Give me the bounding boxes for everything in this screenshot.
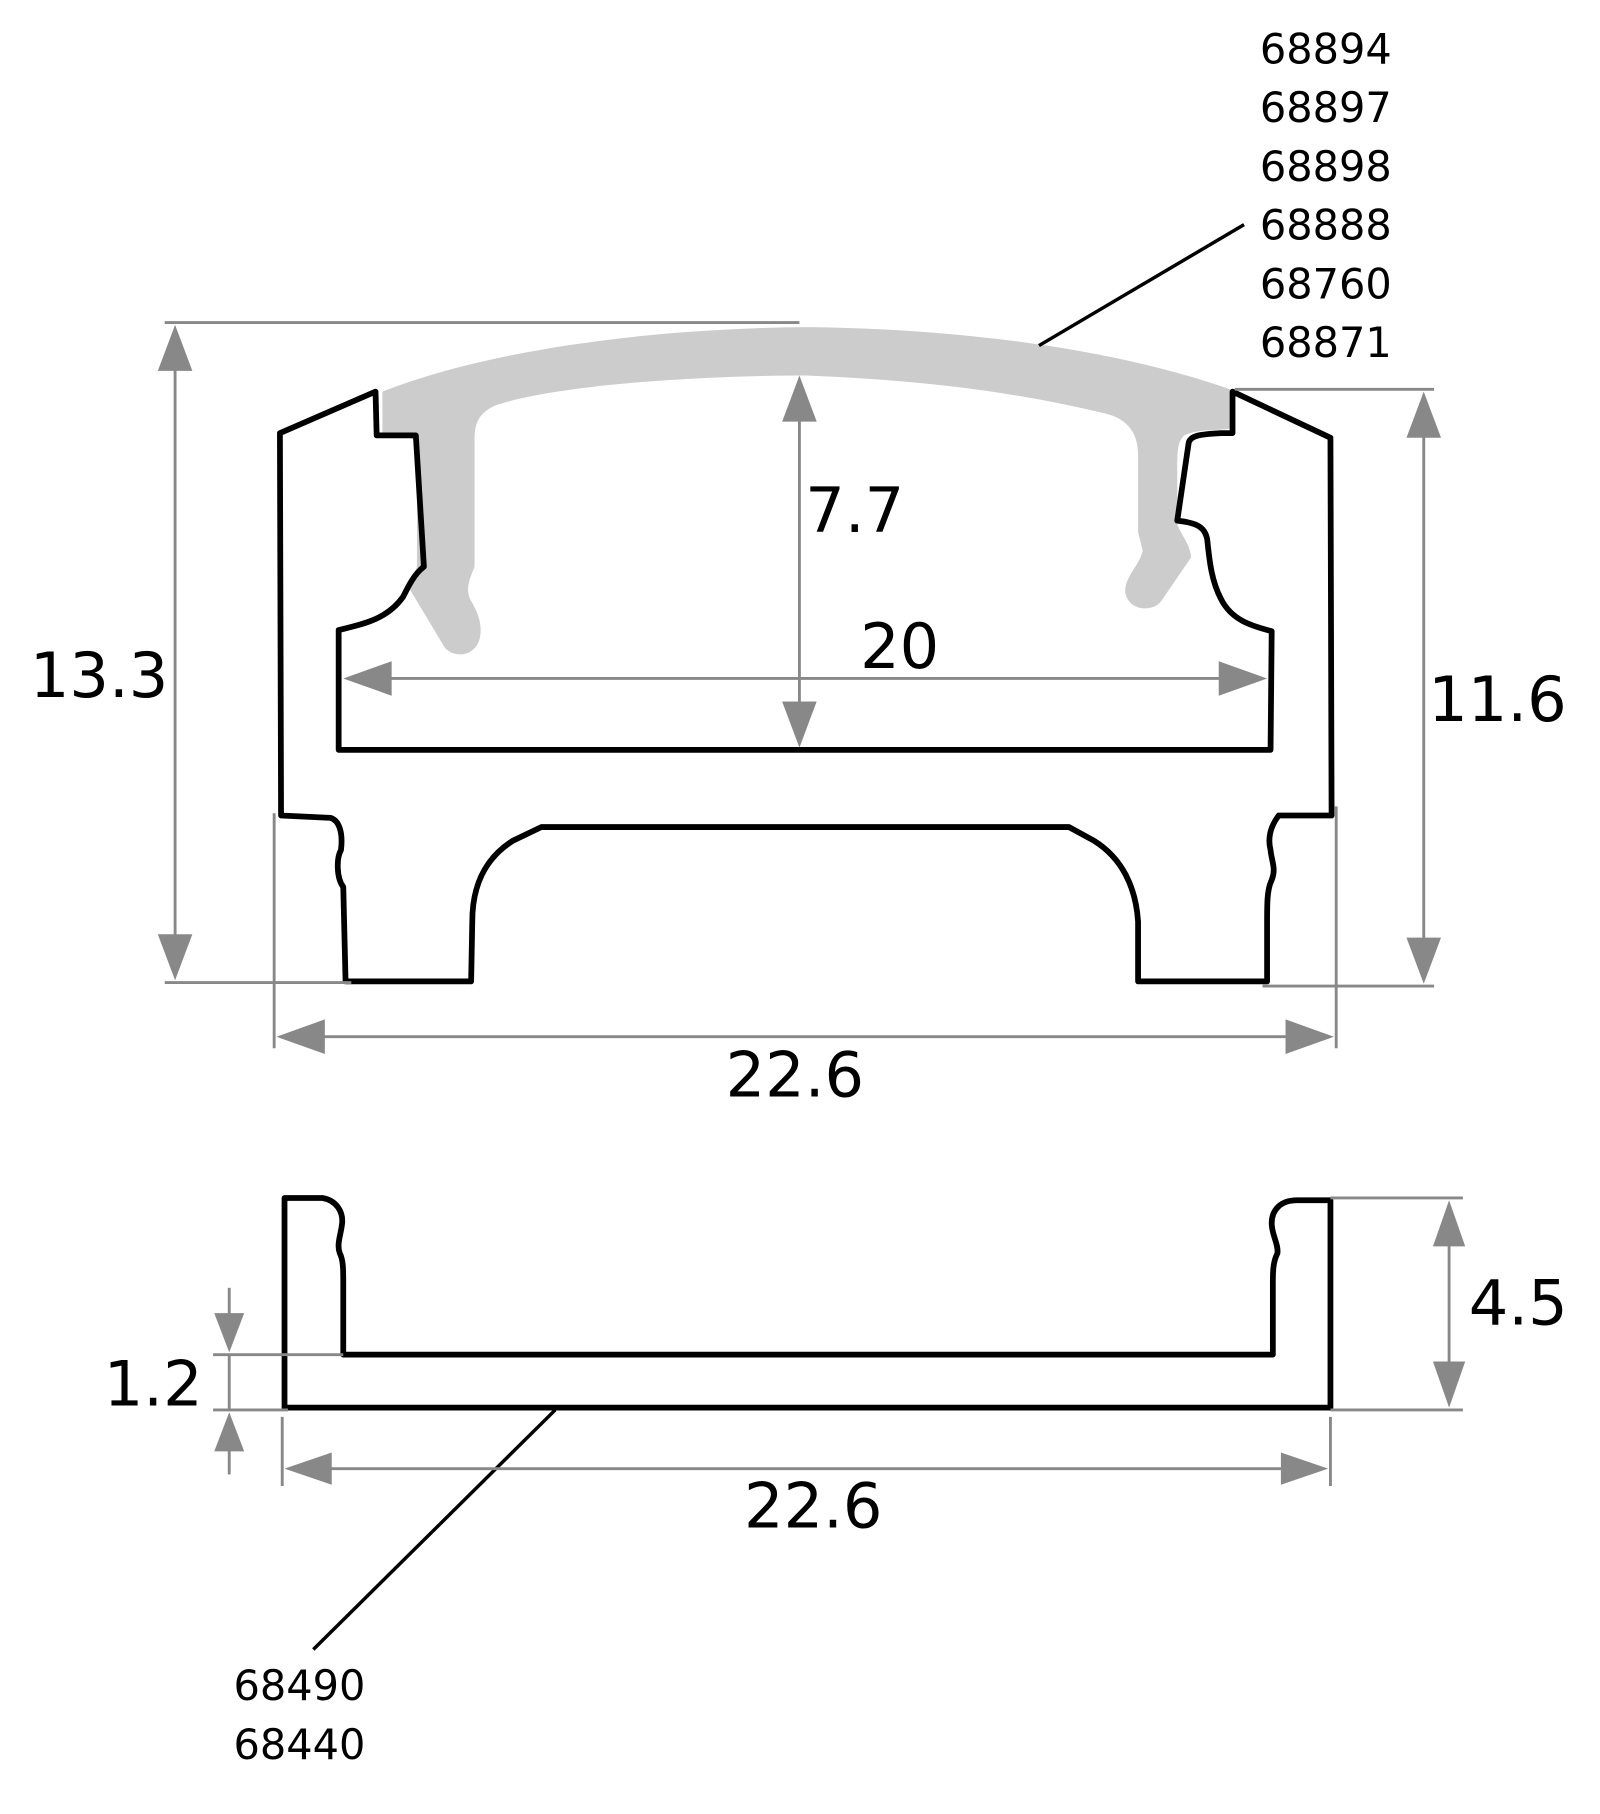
dimension-label-4-5: 4.5 xyxy=(1469,1267,1568,1340)
cover-part-number: 68894 xyxy=(1260,25,1392,73)
cover-part-number: 68898 xyxy=(1260,143,1392,191)
cover-leader-line xyxy=(1038,223,1245,348)
dimension-overall-height: 13.3 xyxy=(30,324,193,981)
cover-part-number: 68888 xyxy=(1260,202,1392,250)
cover-part-number: 68897 xyxy=(1260,84,1392,132)
cover-part-number: 68871 xyxy=(1260,319,1392,367)
dimension-label-22-6-bottom: 22.6 xyxy=(744,1469,882,1542)
dimension-channel-height: 4.5 xyxy=(1432,1200,1568,1408)
dimension-label-1-2: 1.2 xyxy=(104,1347,203,1420)
extension-lines-bottom xyxy=(213,1196,1463,1486)
cover-part-number-list: 68894 68897 68898 68888 68760 68871 xyxy=(1260,25,1392,367)
cover-part-number: 68760 xyxy=(1260,260,1392,308)
channel-part-number-list: 68490 68440 xyxy=(234,1662,366,1769)
dimension-inner-width: 20 xyxy=(343,610,1268,696)
dimension-label-20: 20 xyxy=(860,610,939,683)
channel-leader-line xyxy=(312,1408,557,1651)
diffuser-cover xyxy=(382,327,1231,655)
dimension-profile-height: 11.6 xyxy=(1406,391,1567,984)
channel-part-number: 68440 xyxy=(234,1721,366,1769)
dimension-label-11-6: 11.6 xyxy=(1428,663,1566,736)
dimension-base-thickness: 1.2 xyxy=(104,1287,245,1475)
dimension-overall-width-top: 22.6 xyxy=(276,1019,1334,1112)
channel-part-number: 68490 xyxy=(234,1662,366,1710)
extension-lines xyxy=(164,321,1435,1049)
main-profile-outline xyxy=(277,388,1335,985)
top-profile-drawing: 13.3 11.6 7.7 20 xyxy=(30,25,1567,1111)
dimension-inner-height: 7.7 xyxy=(782,375,904,748)
dimension-label-13-3: 13.3 xyxy=(30,639,168,712)
bottom-channel-outline xyxy=(281,1195,1334,1411)
bottom-profile-drawing: 1.2 4.5 22.6 68490 68440 xyxy=(104,1195,1568,1769)
dimension-label-22-6-top: 22.6 xyxy=(726,1039,864,1112)
dimension-overall-width-bottom: 22.6 xyxy=(284,1452,1329,1542)
dimension-label-7-7: 7.7 xyxy=(805,474,904,547)
